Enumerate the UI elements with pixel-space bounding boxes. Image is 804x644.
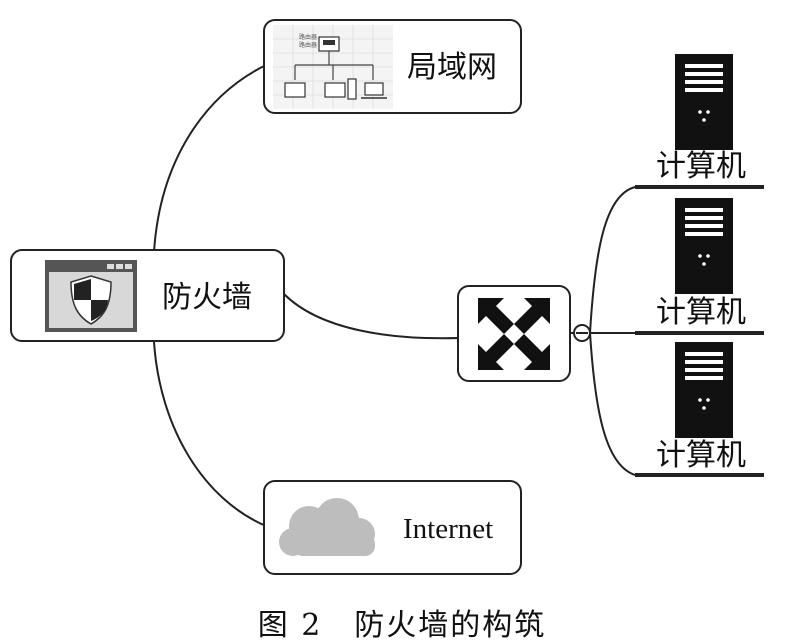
lan-label: 局域网 [407,50,497,85]
firewall-shield-icon [45,260,137,332]
switch-arrows-icon [478,298,550,370]
server-icon [675,198,733,294]
computer-label-1: 计算机 [656,149,746,184]
pc-icon [284,82,306,98]
edge-firewall-lan [153,64,267,253]
lan-node[interactable]: 路由器 路由器 局域网 [263,19,522,114]
figure-caption: 图 2 防火墙的构筑 [257,608,547,643]
desktop-icon [324,82,346,98]
internet-label: Internet [403,513,494,545]
server-icon [675,342,733,438]
computer-label-2: 计算机 [656,295,746,330]
internet-node[interactable]: Internet [263,480,522,575]
server-icon [675,54,733,150]
network-topology-icon [273,25,393,109]
lan-mini-label-bottom: 路由器 [299,42,318,49]
lan-mini-label-top: 路由器 [299,34,318,41]
computer-label-3: 计算机 [656,438,746,473]
firewall-node[interactable]: 防火墙 [10,249,285,342]
laptop-icon [364,82,384,96]
switch-node[interactable] [457,285,571,382]
edge-branch-pc3 [589,332,636,476]
firewall-label: 防火墙 [162,280,252,315]
cloud-icon [279,498,375,556]
edge-branch-pc1 [589,186,636,334]
edge-firewall-internet [153,341,267,527]
edge-firewall-switch [283,293,460,340]
